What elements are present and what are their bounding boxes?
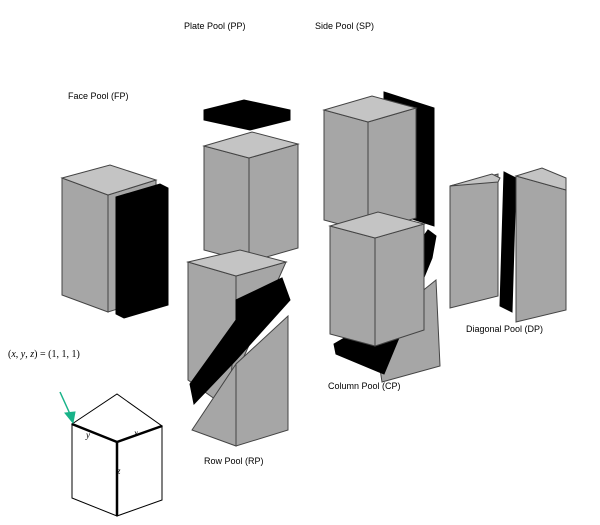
row-pool-label: Row Pool (RP) bbox=[204, 456, 264, 466]
diagonal-pool-label: Diagonal Pool (DP) bbox=[466, 324, 544, 334]
z-axis-label: z bbox=[116, 466, 121, 476]
plate-pool-label: Plate Pool (PP) bbox=[184, 21, 246, 31]
x-axis-label: x bbox=[133, 428, 138, 438]
coord-value: = (1, 1, 1) bbox=[40, 349, 80, 360]
plate-pool-figure bbox=[202, 99, 300, 263]
coord-z: z bbox=[30, 349, 35, 360]
reference-cube: y x z bbox=[70, 393, 164, 517]
coord-x: x bbox=[11, 349, 16, 360]
column-pool-label: Column Pool (CP) bbox=[328, 381, 401, 391]
y-axis-label: y bbox=[85, 430, 90, 440]
row-pool-figure bbox=[186, 249, 291, 447]
side-pool-figure bbox=[322, 91, 435, 233]
face-pool-figure bbox=[60, 164, 169, 319]
origin-arrow bbox=[59, 391, 76, 425]
side-pool-label: Side Pool (SP) bbox=[315, 21, 375, 31]
diagonal-pool-figure bbox=[449, 167, 567, 323]
column-pool-figure bbox=[328, 211, 441, 383]
coord-y: y bbox=[20, 349, 26, 360]
face-pool-label: Face Pool (FP) bbox=[68, 91, 129, 101]
coordinate-equation: (x, y, z) = (1, 1, 1) bbox=[8, 349, 80, 360]
